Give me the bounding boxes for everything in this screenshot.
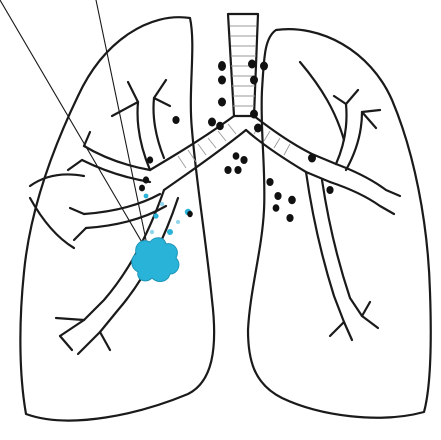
tumor-mass	[132, 194, 191, 282]
tumor-satellite	[160, 202, 164, 206]
lymph-node	[274, 192, 281, 200]
lymph-node	[248, 60, 256, 69]
lymph-node	[240, 156, 247, 164]
lymph-node	[172, 116, 179, 124]
left-lung-fissure	[300, 62, 344, 140]
lymph-node	[254, 124, 262, 133]
lymph-node	[286, 214, 293, 222]
lymph-node	[308, 154, 316, 163]
lymph-node	[218, 61, 226, 71]
tumor-satellite	[167, 229, 173, 235]
lymph-nodes	[139, 60, 334, 223]
lymph-node	[250, 76, 258, 85]
left-bronchial-tree	[246, 90, 400, 340]
lymph-node	[216, 122, 224, 130]
lymph-node	[234, 166, 241, 174]
lymph-node	[208, 118, 216, 127]
lymph-node	[288, 196, 296, 204]
tumor-satellite	[153, 213, 158, 218]
lymph-node	[250, 110, 258, 119]
lymph-node	[143, 176, 149, 183]
pointer-lines	[0, 0, 150, 256]
lymph-node	[218, 98, 226, 107]
tumor-core	[132, 238, 179, 282]
lymph-node	[260, 62, 268, 71]
lymph-node	[273, 204, 280, 212]
left-lung-outline	[248, 29, 431, 418]
lymph-node	[147, 156, 153, 163]
right-lung-outline	[20, 17, 214, 420]
lymph-node	[224, 166, 231, 174]
tumor-satellite	[176, 220, 180, 224]
lymph-node	[233, 152, 240, 160]
lymph-node	[139, 185, 145, 192]
lymph-node	[326, 186, 333, 194]
lymph-node	[218, 76, 226, 85]
right-lung-fissure-1	[30, 174, 84, 186]
right-bronchial-tree	[56, 80, 246, 354]
pointer-line-1	[0, 0, 150, 256]
tumor-satellite	[144, 194, 149, 199]
tumor-satellite	[150, 230, 154, 234]
lymph-node	[266, 178, 273, 186]
lymph-node	[187, 211, 193, 217]
